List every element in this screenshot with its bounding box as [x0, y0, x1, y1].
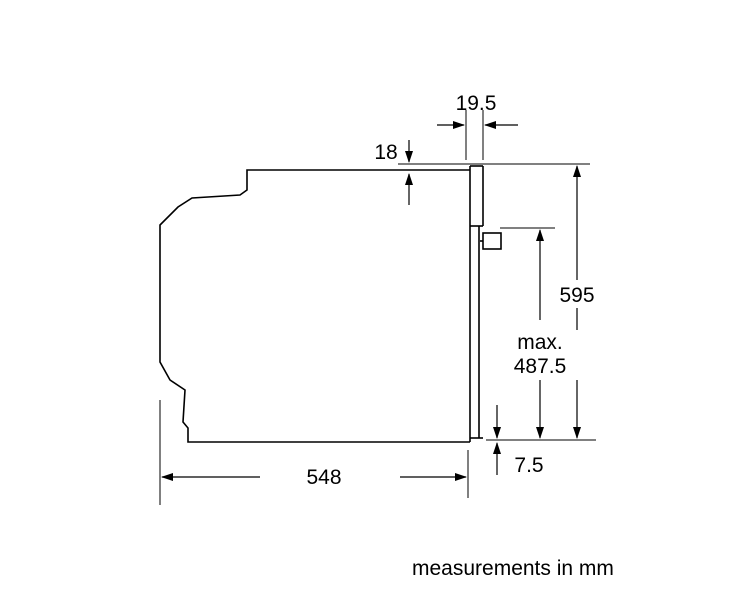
units-caption: measurements in mm — [412, 557, 614, 580]
label-mask — [290, 464, 358, 490]
dim-bottom-offset-label: 7.5 — [514, 454, 543, 477]
oven-body-outline — [159, 169, 470, 443]
dim-max-clearance-line2: 487.5 — [514, 355, 567, 378]
dim-height-label: 595 — [559, 284, 594, 307]
label-mask — [500, 330, 580, 380]
dim-front-panel-label: 19.5 — [456, 92, 497, 115]
oven-front-panel — [469, 165, 484, 442]
dimension-arrows — [161, 121, 581, 481]
door-handle — [480, 232, 502, 250]
dim-top-offset-label: 18 — [374, 141, 397, 164]
extension-lines — [159, 110, 596, 505]
dim-max-clearance-line1: max. — [517, 331, 563, 354]
label-mask — [555, 280, 599, 308]
dim-depth-label: 548 — [306, 466, 341, 489]
